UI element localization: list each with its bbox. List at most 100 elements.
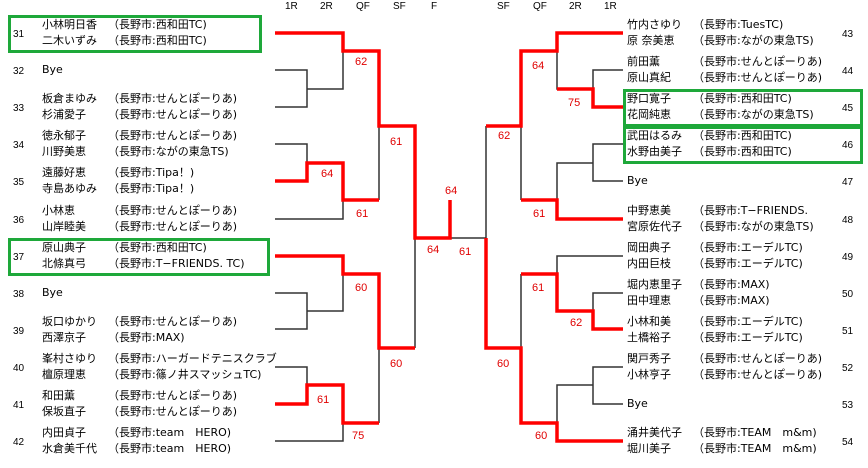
seed-number: 31 (13, 29, 25, 40)
draw-entry: 38 Bye (0, 276, 275, 312)
player-club: （長野市:せんとぽーりあ) (108, 92, 237, 106)
player-name: 徳永郁子 (42, 129, 86, 143)
player-club: （長野市:西和田TC) (693, 129, 792, 143)
player-club: （長野市:T−FRIENDS. (693, 203, 808, 217)
player: 内田貞子（長野市:team HERO) (42, 425, 231, 441)
player-name: 檀原理恵 (42, 367, 86, 381)
seed-number: 54 (842, 437, 854, 449)
score: 61 (459, 246, 472, 258)
player-name: Bye (627, 174, 648, 188)
player-club: （長野市:ながの東急TS) (108, 145, 229, 159)
seed-number: 52 (842, 362, 854, 374)
player: 涌井美代子（長野市:TEAM m&m) (627, 425, 817, 441)
seed-number: 44 (842, 66, 854, 78)
final-score: 64 (445, 185, 458, 197)
player: 田中理恵（長野市:MAX) (627, 293, 770, 309)
player-name: 水倉美千代 (42, 442, 97, 456)
bracket-lines-winner (275, 31, 623, 443)
header-right-1r: 1R (604, 1, 617, 12)
player-name: 保坂直子 (42, 405, 86, 418)
player: 内田巨枝（長野市:エーデルTC) (627, 256, 803, 272)
score: 64 (321, 168, 334, 180)
player: 野口寛子（長野市:西和田TC) (627, 91, 792, 107)
header-right-qf: QF (533, 1, 547, 12)
player-club: （長野市:西和田TC) (108, 240, 207, 254)
player-name: 坂口ゆかり (42, 314, 97, 328)
player-name: 小林亨子 (627, 367, 671, 381)
score: 61 (533, 208, 546, 220)
player: 原 奈美恵（長野市:ながの東急TS) (627, 33, 814, 49)
player: 川野美恵（長野市:ながの東急TS) (42, 144, 229, 160)
draw-entry: 40 峯村さゆり（長野市:ハーガードテニスクラブ檀原理恵 （長野市:篠ノ井スマッシュ… (0, 350, 277, 386)
player-club: （長野市:せんとぽーりあ) (108, 314, 237, 328)
player: 小林和美 （長野市:エーデルTC) (627, 314, 803, 330)
player-club: （長野市:TuesTC) (693, 18, 784, 31)
player-name: 峯村さゆり (42, 351, 97, 365)
seed-number: 39 (13, 325, 25, 337)
player-name: Bye (42, 63, 63, 77)
header-left-sf: SF (393, 1, 406, 12)
score: 75 (568, 97, 581, 109)
player: 中野恵美（長野市:T−FRIENDS. (627, 203, 808, 219)
player-club: （長野市:エーデルTC) (693, 314, 803, 328)
player-club: （長野市:西和田TC) (693, 92, 792, 106)
player-name: 岡田典子 (627, 240, 671, 254)
player: 花岡純恵（長野市:ながの東急TS) (627, 107, 814, 123)
player: 水倉美千代 （長野市:team HERO) (42, 441, 231, 457)
player-name: 小林恵 (42, 203, 75, 217)
seed-number: 40 (13, 362, 25, 374)
score: 64 (532, 60, 545, 72)
player: 宮原佐代子（長野市:ながの東急TS) (627, 219, 814, 235)
player-name: Bye (627, 397, 648, 410)
player: 峯村さゆり（長野市:ハーガードテニスクラブ (42, 351, 277, 367)
player: 小林亨子（長野市:せんとぽーりあ) (627, 367, 822, 383)
score: 61 (356, 208, 369, 220)
player-name: 和田薫 (42, 389, 75, 402)
player-club: （長野市:Tipa！) (108, 182, 195, 196)
player: 杉浦愛子（長野市:せんとぽーりあ) (42, 107, 237, 123)
player-name: 堀川美子 (627, 442, 671, 456)
seed-number: 42 (13, 437, 25, 449)
seed-number: 33 (13, 103, 25, 115)
player: 原山典子 （長野市:西和田TC) (42, 240, 207, 256)
seed-number: 48 (842, 214, 854, 226)
player: 坂口ゆかり （長野市:せんとぽーりあ) (42, 314, 237, 330)
player: 堀川美子（長野市:TEAM m&m) (627, 441, 817, 457)
player-club: （長野市:ながの東急TS) (693, 34, 814, 47)
player-name: 小林和美 (627, 314, 671, 328)
seed-number: 38 (13, 288, 25, 300)
player-club: （長野市:MAX) (108, 330, 185, 344)
header-left-2r: 2R (320, 1, 333, 12)
score: 62 (355, 56, 368, 68)
highlight-box (8, 15, 262, 53)
player: 水野由美子（長野市:西和田TC) (627, 144, 792, 160)
player-name: 原山典子 (42, 240, 86, 254)
player-club: （長野市:せんとぽーりあ) (108, 405, 237, 418)
player-club: （長野市:篠ノ井スマッシュTC) (108, 367, 262, 381)
player: 小林恵（長野市:せんとぽーりあ) (42, 203, 237, 219)
player: Bye (42, 285, 63, 301)
player-club: （長野市:ながの東急TS) (693, 219, 814, 233)
player: 小林明日香（長野市:西和田TC) (42, 17, 207, 33)
seed-number: 34 (13, 140, 25, 152)
player-club: （長野市:せんとぽーりあ) (108, 389, 237, 402)
player: 遠藤好恵（長野市:Tipa！) (42, 165, 194, 181)
header-left-qf: QF (356, 1, 370, 12)
player-club: （長野市:せんとぽーりあ) (108, 219, 237, 233)
player-club: （長野市:TEAM m&m) (693, 426, 817, 440)
player-name: 内田巨枝 (627, 256, 671, 270)
player-club: （長野市:team HERO) (108, 442, 232, 456)
